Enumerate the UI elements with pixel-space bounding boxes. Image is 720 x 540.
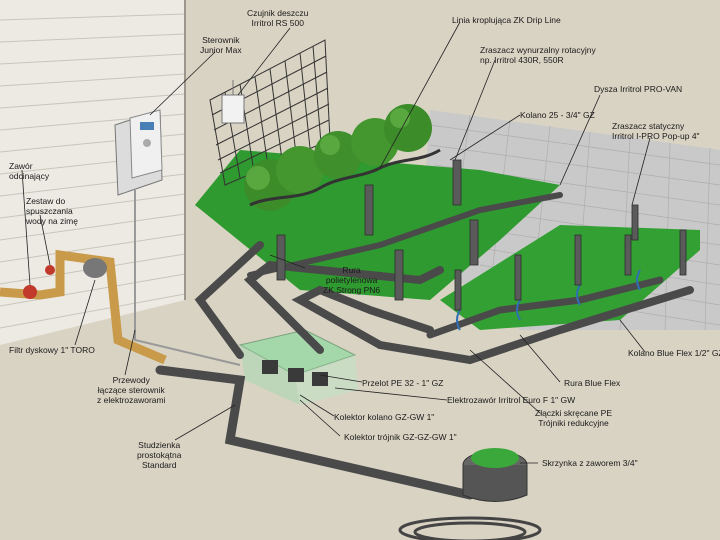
label-valve-box: Studzienka prostokątna Standard [137,440,182,470]
label-pro-van: Dysza Irritrol PRO-VAN [594,84,683,94]
shrubs [244,104,432,211]
label-compression-fittings: Złączki skręcane PE Trójniki redukcyjne [535,408,612,428]
label-drain-set: Zestaw do spuszczania wody na zimę [26,196,78,226]
label-blue-flex-elbow: Kolano Blue Flex 1/2" GZ [628,348,720,358]
controller-unit [114,109,163,196]
rain-sensor [221,80,245,124]
label-transition: Przelot PE 32 - 1" GZ [362,378,444,388]
label-manifold-elbow: Kolektor kolano GZ-GW 1" [334,412,435,422]
blue-flex-pipes [456,269,641,331]
drip-line [249,148,441,207]
garden-hose [398,516,542,540]
label-blue-flex-pipe: Rura Blue Flex [564,378,621,388]
label-manifold-tee: Kolektor trójnik GZ-GZ-GW 1" [344,432,457,442]
label-drip-line: Linia kroplująca ZK Drip Line [452,15,561,25]
sprinklers [276,159,687,311]
leader-lines [21,21,651,464]
label-shutoff-valve: Zawór odcinający [9,161,50,181]
house-wall [0,0,186,345]
label-controller-wires: Przewody łączące sterownik z elektrozawo… [97,375,166,405]
valve-box [238,329,358,405]
label-solenoid-valve: Elektrozawór Irritrol Euro F 1" GW [447,395,576,405]
label-controller: Sterownik Junior Max [200,35,242,55]
label-rain-sensor: Czujnik deszczu Irritrol RS 500 [247,8,309,28]
label-tap-box: Skrzynka z zaworem 3/4" [542,458,638,468]
tap-box [462,448,528,502]
pe-pipe-network [155,192,694,500]
label-elbow-25: Kolano 25 - 3/4" GZ [520,110,595,120]
label-pe-pipe: Rura polietylenowa ZK Strong PN6 [323,265,381,295]
controller-wires [134,190,241,366]
water-supply-pipe [0,249,167,365]
label-rotary-sprinkler: Zraszacz wynurzalny rotacyjny np. Irritr… [480,45,596,65]
label-static-sprinkler: Zraszacz statyczny Irritrol I-PRO Pop-up… [612,121,700,141]
label-disc-filter: Filtr dyskowy 1" TORO [9,345,95,355]
